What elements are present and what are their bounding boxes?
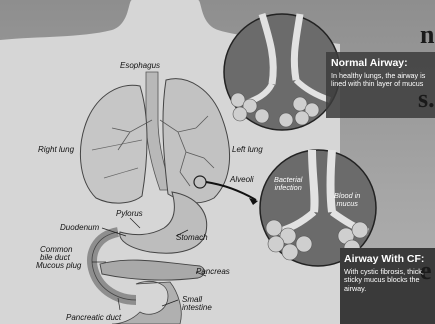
cf-airway-heading: Airway With CF: — [344, 253, 432, 266]
label-esophagus: Esophagus — [120, 62, 160, 70]
label-pancreatic-duct: Pancreatic duct — [66, 314, 121, 322]
normal-airway-text: In healthy lungs, the airway is lined wi… — [331, 72, 431, 89]
normal-airway-callout: Normal Airway: In healthy lungs, the air… — [331, 57, 431, 89]
cf-airway-callout: Airway With CF: With cystic fibrosis, th… — [344, 253, 432, 294]
cf-airway-text: With cystic fibrosis, thick, sticky mucu… — [344, 268, 432, 294]
normal-airway-heading: Normal Airway: — [331, 57, 431, 70]
label-left-lung: Left lung — [232, 146, 263, 154]
label-pancreas: Pancreas — [196, 268, 230, 276]
normal-airway-inset — [224, 14, 340, 130]
label-small-intestine: Small intestine — [182, 296, 212, 313]
label-blood-in-mucus: Blood in mucus — [334, 192, 360, 208]
label-right-lung: Right lung — [38, 146, 74, 154]
label-pylorus: Pylorus — [116, 210, 143, 218]
label-mucous-plug: Mucous plug — [36, 262, 81, 270]
edge-text-1: n — [420, 22, 434, 48]
label-duodenum: Duodenum — [60, 224, 99, 232]
edge-text-2: s. — [418, 86, 435, 112]
label-stomach: Stomach — [176, 234, 208, 242]
label-bacterial-infection: Bacterial infection — [274, 176, 302, 192]
label-alveoli: Alveoli — [230, 176, 254, 184]
